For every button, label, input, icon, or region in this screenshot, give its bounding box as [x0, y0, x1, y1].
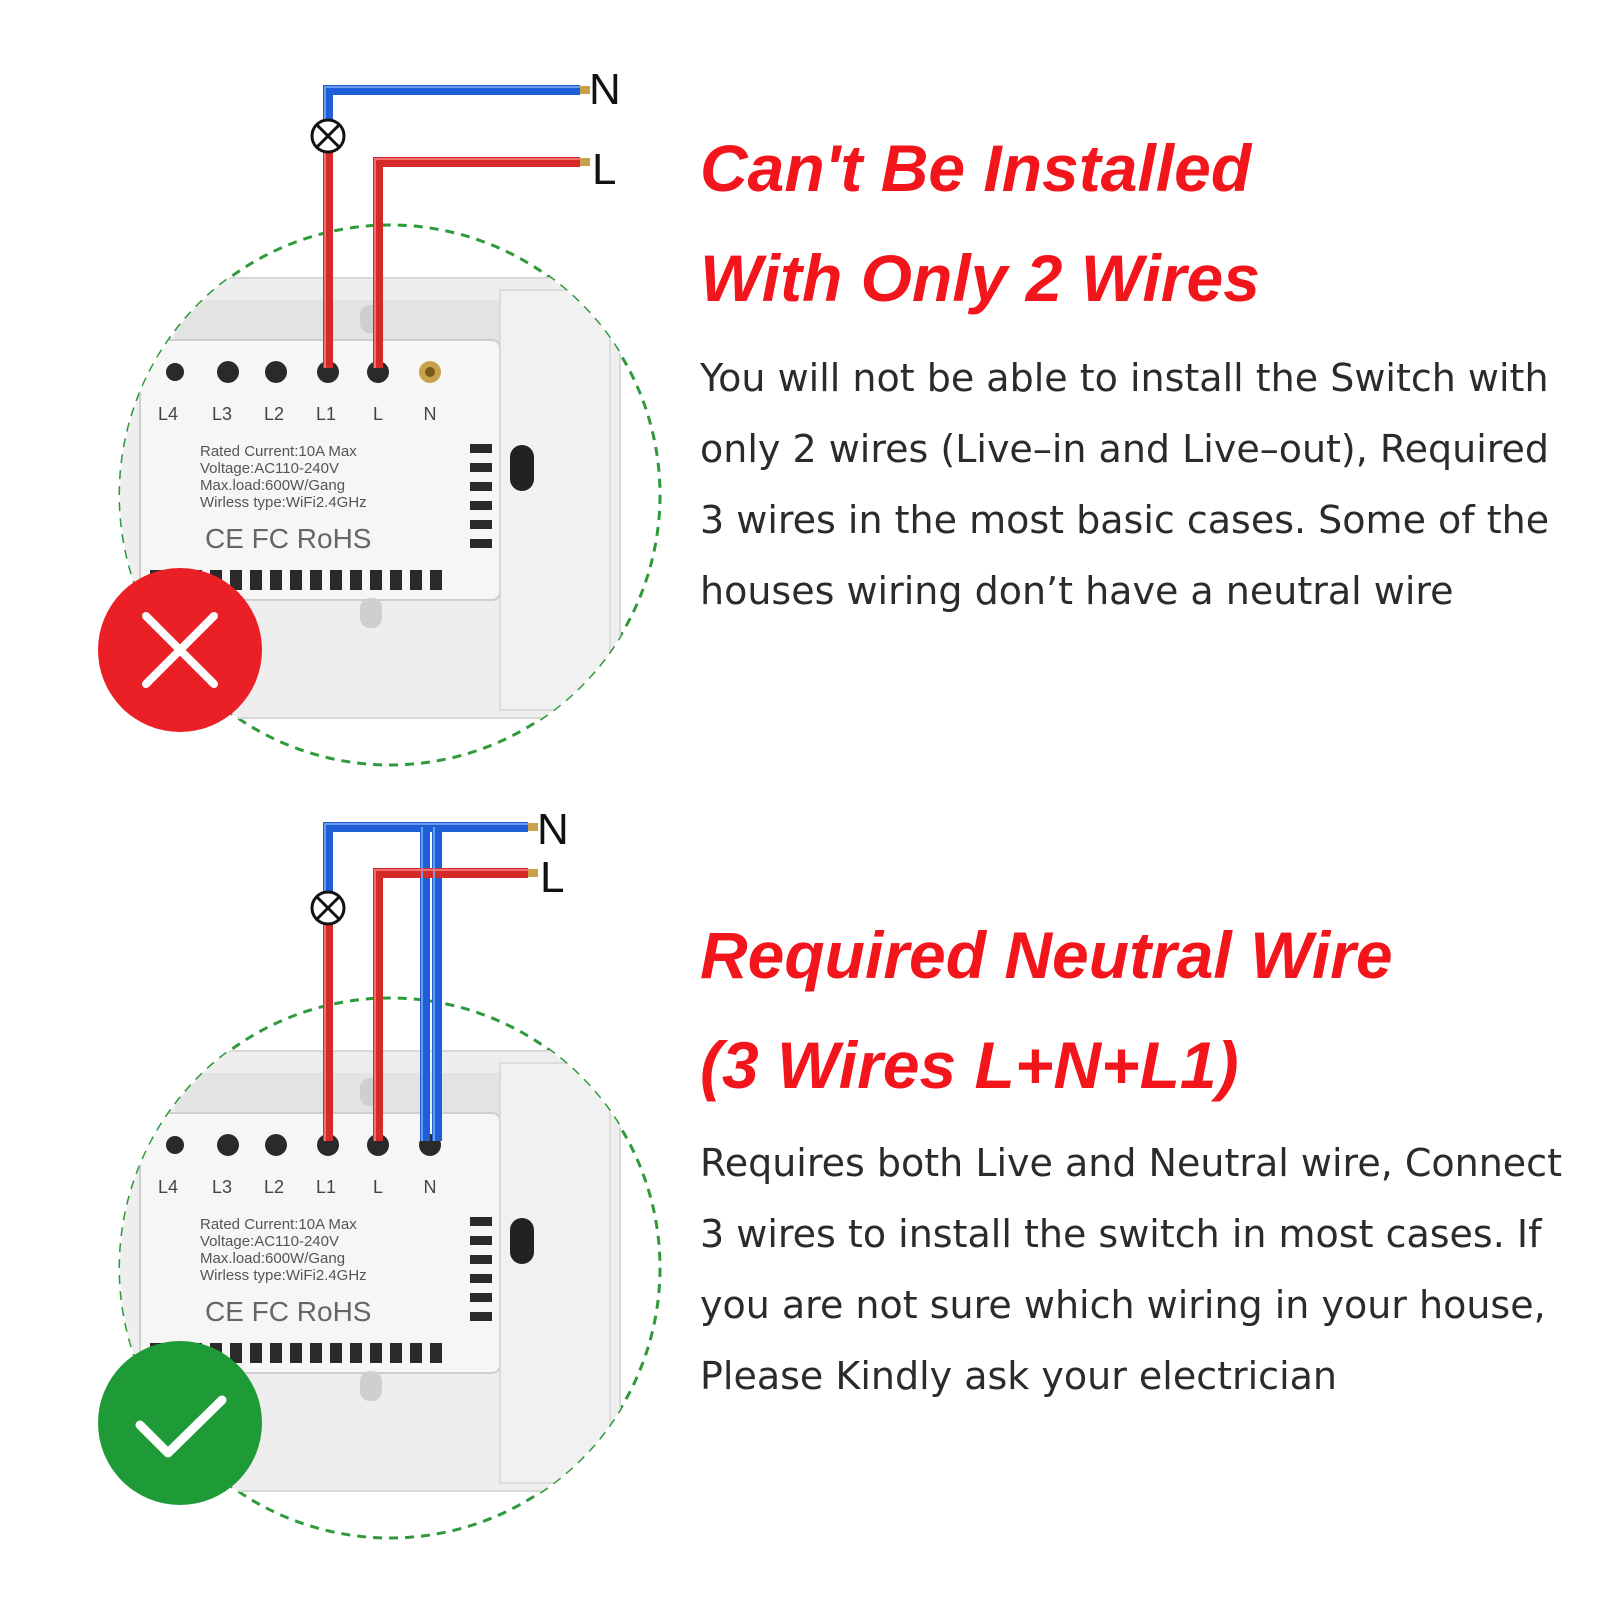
heading-line-2: (3 Wires L+N+L1): [700, 1028, 1239, 1102]
terminal-label-l1: L1: [316, 404, 336, 424]
spec-rated-current: Rated Current:10A Max: [200, 1216, 357, 1233]
spec-voltage: Voltage:AC110-240V: [200, 460, 339, 477]
terminal-label-n: N: [424, 404, 437, 424]
heading-line-1: Required Neutral Wire: [700, 918, 1393, 992]
terminal-label-l3: L3: [212, 404, 232, 424]
terminal-label-l4: L4: [158, 1177, 178, 1197]
wiring-diagram-two-wires: L4 L3 L2 L1 L N Rated Current:10A Max Vo…: [0, 0, 680, 800]
cert-marks: CE FC RoHS: [205, 1296, 371, 1327]
lamp-icon: [310, 890, 346, 926]
spec-max-load: Max.load:600W/Gang: [200, 477, 345, 494]
heading-two-wires: Can't Be Installed With Only 2 Wires: [700, 113, 1260, 333]
cross-icon: [98, 568, 262, 732]
spec-wireless-type: Wirless type:WiFi2.4GHz: [200, 1267, 367, 1284]
terminal-label-l: L: [373, 404, 383, 424]
wire-label-live: L: [592, 145, 616, 194]
wire-neutral: [323, 85, 580, 122]
section-two-wires: L4 L3 L2 L1 L N Rated Current:10A Max Vo…: [0, 0, 1550, 800]
description-two-wires: You will not be able to install the Swit…: [700, 356, 1550, 613]
heading-three-wires: Required Neutral Wire (3 Wires L+N+L1): [700, 900, 1393, 1120]
wire-label-live: L: [540, 853, 564, 902]
wires: [323, 85, 590, 368]
spec-max-load: Max.load:600W/Gang: [200, 1250, 345, 1267]
terminal-label-l2: L2: [264, 404, 284, 424]
check-icon: [98, 1341, 262, 1505]
wiring-diagram-three-wires: L4 L3 L2 L1 L N Rated Current:10A Max Vo…: [0, 800, 680, 1600]
heading-line-1: Can't Be Installed: [700, 131, 1252, 205]
switch-module: L4 L3 L2 L1 L N Rated Current:10A Max Vo…: [120, 277, 621, 719]
wires: [323, 822, 538, 1141]
terminal-label-l: L: [373, 1177, 383, 1197]
terminal-label-l1: L1: [316, 1177, 336, 1197]
spec-rated-current: Rated Current:10A Max: [200, 443, 357, 460]
heading-line-2: With Only 2 Wires: [700, 241, 1260, 315]
wire-label-neutral: N: [537, 805, 569, 854]
section-three-wires: L4 L3 L2 L1 L N Rated Current:10A Max Vo…: [0, 800, 1600, 1600]
terminal-label-l2: L2: [264, 1177, 284, 1197]
cert-marks: CE FC RoHS: [205, 523, 371, 554]
description-three-wires: Requires both Live and Neutral wire, Con…: [700, 1141, 1562, 1398]
wire-label-neutral: N: [589, 65, 621, 114]
wire-live: [373, 868, 528, 1141]
wire-live: [373, 157, 580, 368]
wire-neutral-lamp: [323, 822, 528, 893]
terminal-label-l3: L3: [212, 1177, 232, 1197]
spec-voltage: Voltage:AC110-240V: [200, 1233, 339, 1250]
lamp-icon: [310, 118, 346, 154]
spec-wireless-type: Wirless type:WiFi2.4GHz: [200, 494, 367, 511]
terminal-label-n: N: [424, 1177, 437, 1197]
terminal-label-l4: L4: [158, 404, 178, 424]
